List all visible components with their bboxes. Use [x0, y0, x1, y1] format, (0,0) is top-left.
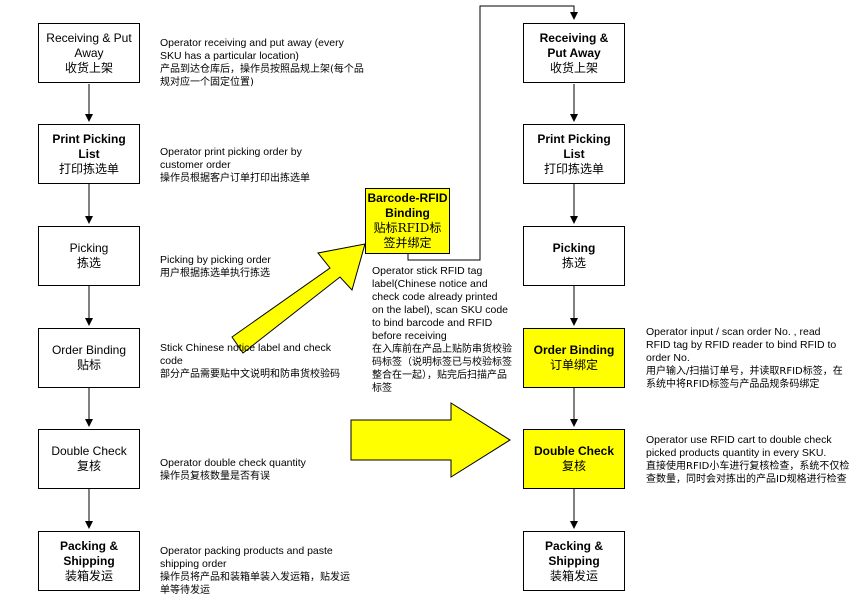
left-step-print-picking: Print Picking List 打印拣选单 — [38, 124, 140, 184]
step-label-zh: 装箱发运 — [64, 568, 113, 583]
note-text-zh: 操作员将产品和装箱单装入发运箱，贴发运单等待发运 — [160, 572, 350, 596]
step-label: Double Check — [51, 444, 127, 458]
step-label: Receiving & Put Away — [46, 30, 132, 60]
right-step-print-picking: Print Picking List 打印拣选单 — [523, 124, 625, 184]
step-label-zh: 复核 — [561, 459, 586, 473]
left-step-picking: Picking 拣选 — [38, 226, 140, 286]
note-text: Stick Chinese notice label and check cod… — [160, 342, 332, 367]
note-text-zh: 部分产品需要贴中文说明和防串货校验码 — [160, 369, 340, 380]
note-text: Operator packing products and paste ship… — [160, 545, 333, 570]
right-step-double-check: Double Check 复核 — [523, 429, 625, 489]
note-text-zh: 用户根据拣选单执行拣选 — [160, 268, 270, 279]
left-note-double-check: Operator double check quantity 操作员复核数量是否… — [160, 457, 365, 483]
barcode-rfid-binding-box: Barcode-RFID Binding 贴标RFID标签并绑定 — [365, 188, 450, 254]
note-text-zh: 操作员复核数量是否有误 — [160, 471, 270, 482]
step-label: Packing & Shipping — [59, 538, 119, 568]
left-note-print-picking: Operator print picking order by customer… — [160, 146, 330, 185]
right-step-receiving: Receiving & Put Away 收货上架 — [523, 23, 625, 83]
note-text: Operator double check quantity — [160, 457, 306, 469]
big-diagonal-arrow — [231, 243, 366, 354]
step-label: Order Binding — [533, 343, 615, 357]
note-text: Operator print picking order by customer… — [160, 146, 302, 171]
note-text-zh: 在入库前在产品上贴防串货校验码标签（说明标签已与校验标签整合在一起），贴完后扫描… — [372, 344, 512, 394]
step-label: Print Picking List — [537, 131, 611, 161]
step-label: Order Binding — [51, 343, 127, 357]
step-label-zh: 贴标RFID标签并绑定 — [373, 221, 442, 250]
right-note-order-binding: Operator input / scan order No. , read R… — [646, 326, 846, 391]
right-note-double-check: Operator use RFID cart to double check p… — [646, 434, 851, 486]
right-step-packing: Packing & Shipping 装箱发运 — [523, 531, 625, 591]
note-text-zh: 操作员根据客户订单打印出拣选单 — [160, 173, 310, 184]
step-label-zh: 收货上架 — [549, 60, 598, 75]
binding-connector — [407, 5, 578, 261]
step-label-zh: 拣选 — [561, 256, 586, 270]
step-label-zh: 装箱发运 — [549, 568, 598, 583]
step-label: Picking — [552, 241, 596, 255]
left-step-receiving: Receiving & Put Away 收货上架 — [38, 23, 140, 83]
step-label-zh: 订单绑定 — [549, 358, 598, 372]
note-text: Operator input / scan order No. , read R… — [646, 326, 837, 364]
left-note-order-binding: Stick Chinese notice label and check cod… — [160, 342, 350, 381]
step-label-zh: 收货上架 — [64, 60, 113, 75]
left-note-picking: Picking by picking order 用户根据拣选单执行拣选 — [160, 254, 365, 280]
note-text-zh: 产品到达仓库后，操作员按照品规上架(每个品规对应一个固定位置) — [160, 64, 364, 88]
note-text: Operator stick RFID tag label(Chinese no… — [372, 265, 508, 342]
left-note-receiving: Operator receiving and put away (every S… — [160, 37, 365, 89]
step-label: Packing & Shipping — [544, 538, 604, 568]
note-text-zh: 用户输入/扫描订单号，并读取RFID标签，在系统中将RFID标签与产品品规条码绑… — [646, 366, 843, 390]
note-text: Operator use RFID cart to double check p… — [646, 434, 832, 459]
step-label: Picking — [69, 241, 109, 255]
middle-note: Operator stick RFID tag label(Chinese no… — [372, 265, 512, 395]
step-label-zh: 复核 — [76, 459, 101, 473]
big-right-arrow — [350, 402, 511, 478]
note-text: Picking by picking order — [160, 254, 271, 266]
right-step-picking: Picking 拣选 — [523, 226, 625, 286]
left-step-double-check: Double Check 复核 — [38, 429, 140, 489]
note-text-zh: 直接使用RFID小车进行复核检查，系统不仅检查数量，同时会对拣出的产品ID规格进… — [646, 461, 850, 485]
step-label: Barcode-RFID Binding — [367, 191, 448, 220]
step-label: Double Check — [533, 444, 614, 458]
left-step-packing: Packing & Shipping 装箱发运 — [38, 531, 140, 591]
step-label: Print Picking List — [52, 131, 126, 161]
step-label-zh: 拣选 — [76, 256, 101, 270]
left-note-packing: Operator packing products and paste ship… — [160, 545, 355, 597]
step-label: Receiving & Put Away — [539, 30, 609, 60]
step-label-zh: 打印拣选单 — [543, 161, 604, 176]
left-step-order-binding: Order Binding 贴标 — [38, 328, 140, 388]
note-text: Operator receiving and put away (every S… — [160, 37, 344, 62]
right-step-order-binding: Order Binding 订单绑定 — [523, 328, 625, 388]
step-label-zh: 贴标 — [76, 358, 101, 372]
step-label-zh: 打印拣选单 — [58, 161, 119, 176]
